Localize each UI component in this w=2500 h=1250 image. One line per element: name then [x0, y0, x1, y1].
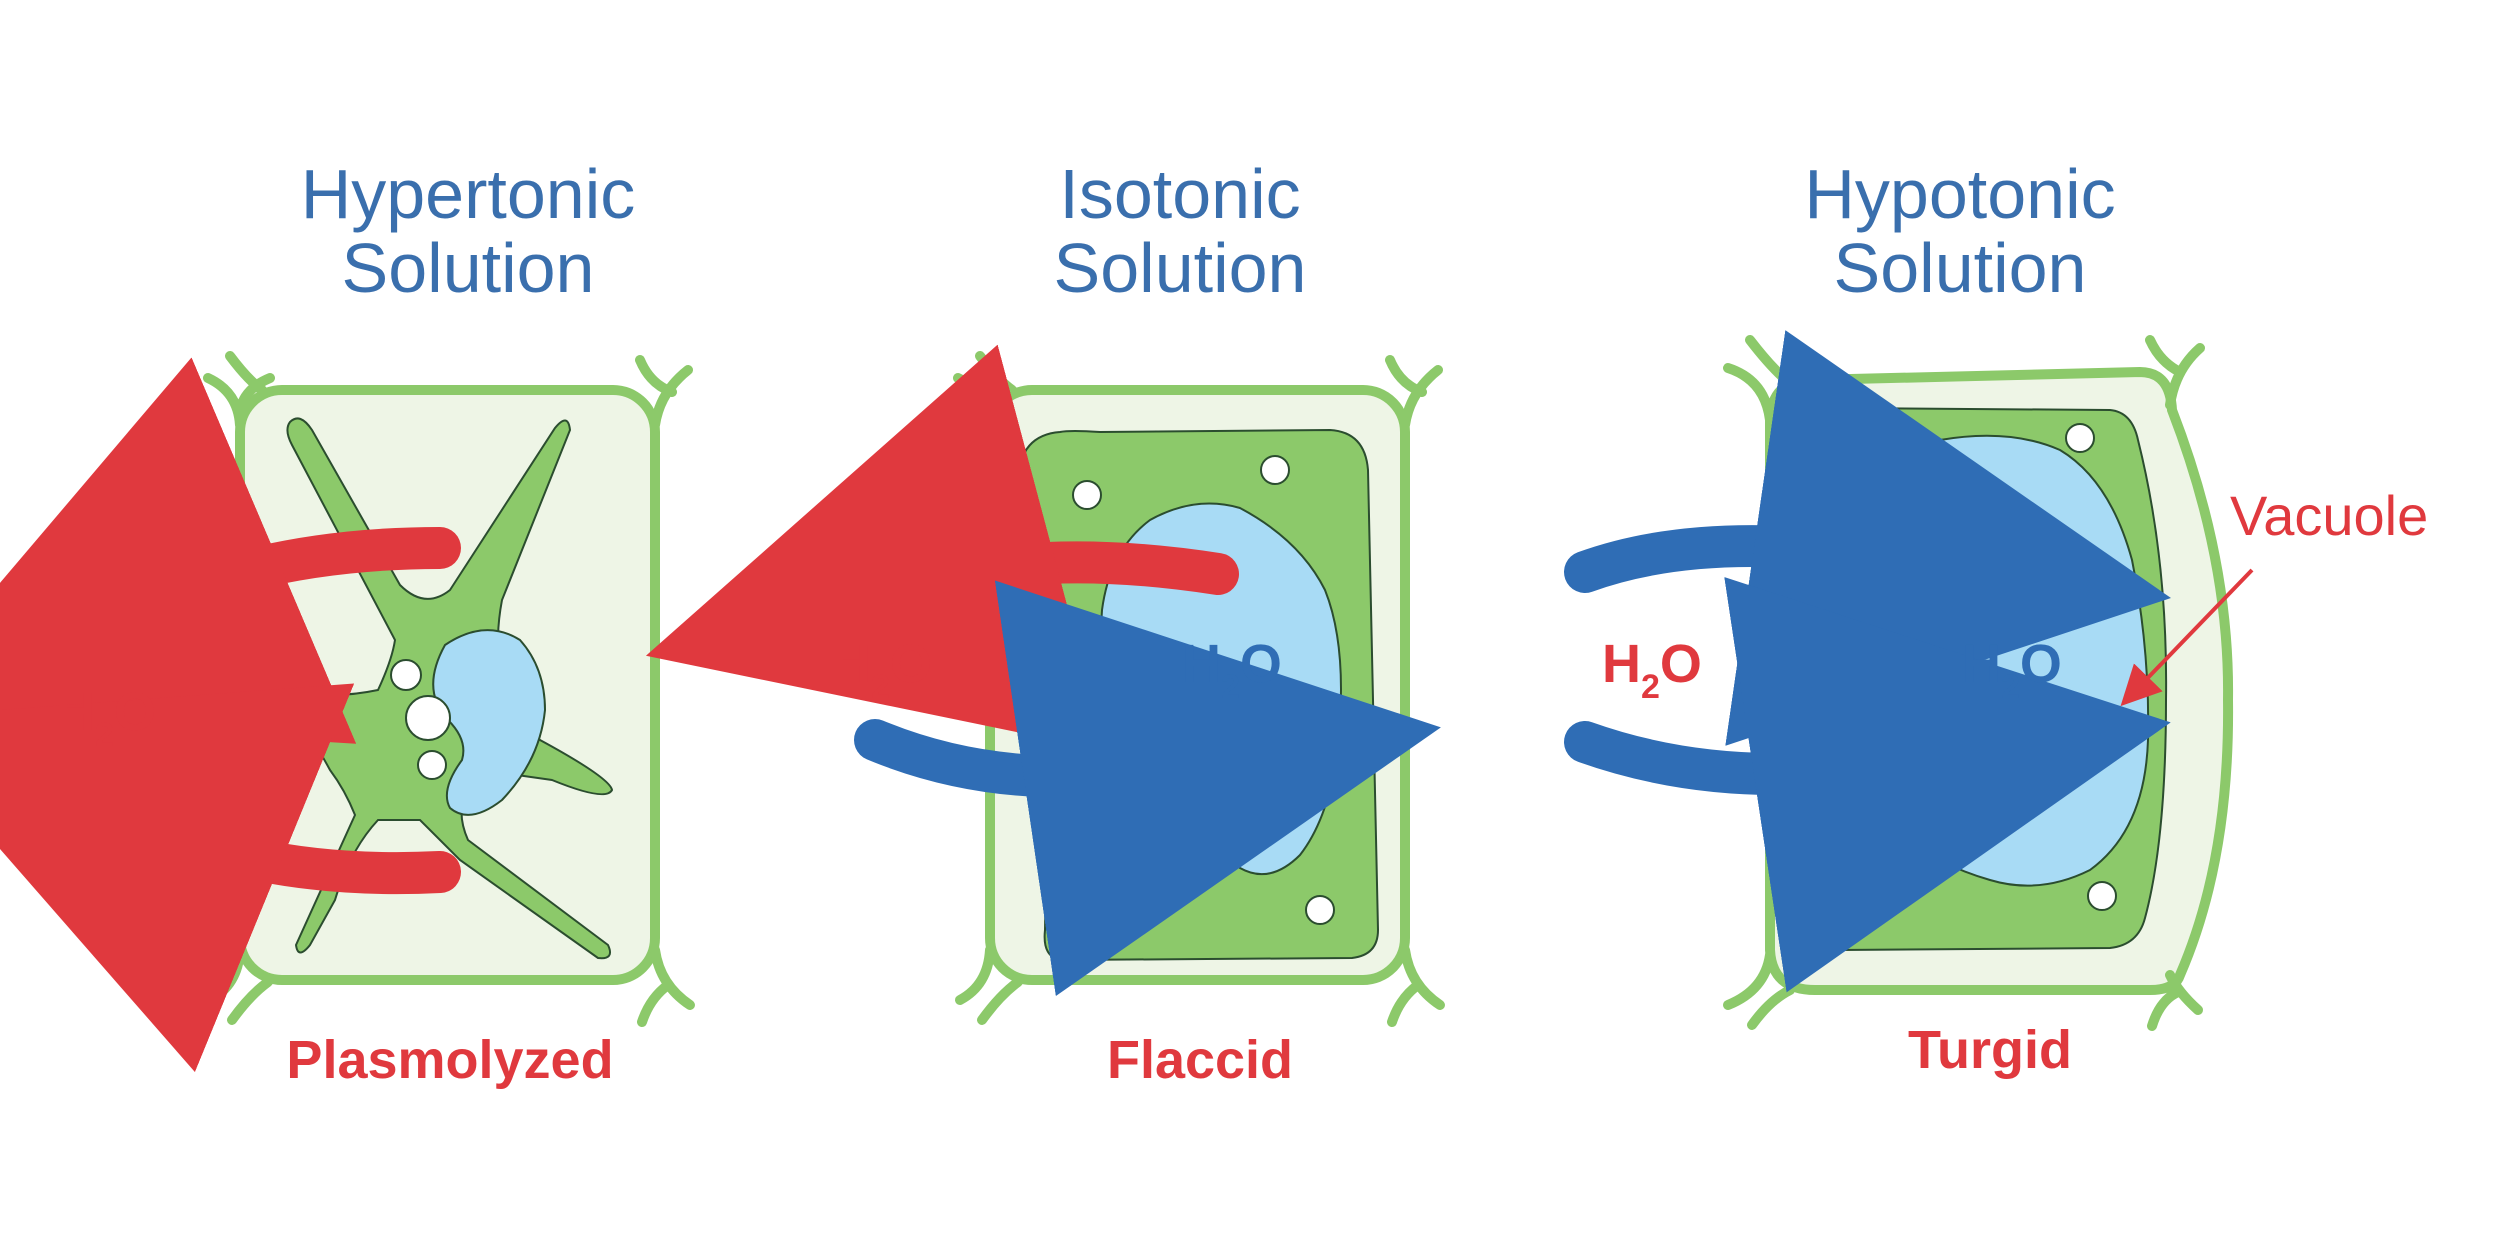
plant-cell-plasmolyzed	[203, 351, 695, 1027]
organelle	[1260, 455, 1290, 485]
water-out-arrow-lower	[0, 683, 461, 1073]
vacuole	[1872, 434, 2150, 887]
water-label-outside: H2O	[56, 682, 156, 754]
organelle	[1827, 867, 1857, 897]
water-label-outside: H2O	[832, 634, 932, 706]
water-out-arrow	[645, 344, 1239, 751]
cell-state-label: Flaccid	[1107, 1030, 1293, 1090]
panel-hypertonic: Hypertonic Solution	[0, 155, 695, 1090]
organelle	[417, 750, 447, 780]
vacuole-callout-pointer	[2120, 568, 2254, 707]
panel-isotonic: Isotonic Solution	[645, 155, 1445, 1090]
panel-title-line2: Solution	[1834, 229, 2087, 307]
panel-title-line1: Hypertonic	[301, 155, 636, 233]
organelle	[1133, 881, 1163, 911]
organelle	[1810, 610, 1860, 660]
organelle	[2065, 423, 2095, 453]
panel-title-line1: Hypotonic	[1804, 155, 2115, 233]
water-label-inside: H2O	[1182, 634, 1282, 706]
organelle	[1305, 895, 1335, 925]
water-label-inside: H2O	[1962, 634, 2062, 706]
water-out-arrow-upper	[0, 357, 461, 744]
water-label-outside: H2O	[1602, 634, 1702, 706]
organelle	[1843, 433, 1873, 463]
panel-hypotonic: Hypotonic Solution	[1564, 155, 2428, 1080]
organelle	[2087, 881, 2117, 911]
cell-state-label: Turgid	[1908, 1020, 2072, 1080]
water-in-arrow-upper	[1564, 330, 2171, 746]
organelle	[1072, 480, 1102, 510]
panel-title-line2: Solution	[1054, 229, 1307, 307]
organelle	[390, 659, 422, 691]
vacuole-callout-label: Vacuole	[2230, 484, 2428, 547]
panel-title-line2: Solution	[342, 229, 595, 307]
water-in-arrow	[854, 580, 1441, 997]
cell-state-label: Plasmolyzed	[286, 1030, 613, 1090]
panel-title-line1: Isotonic	[1059, 155, 1300, 233]
organelle	[405, 695, 451, 741]
water-in-arrow-lower	[1564, 576, 2171, 993]
